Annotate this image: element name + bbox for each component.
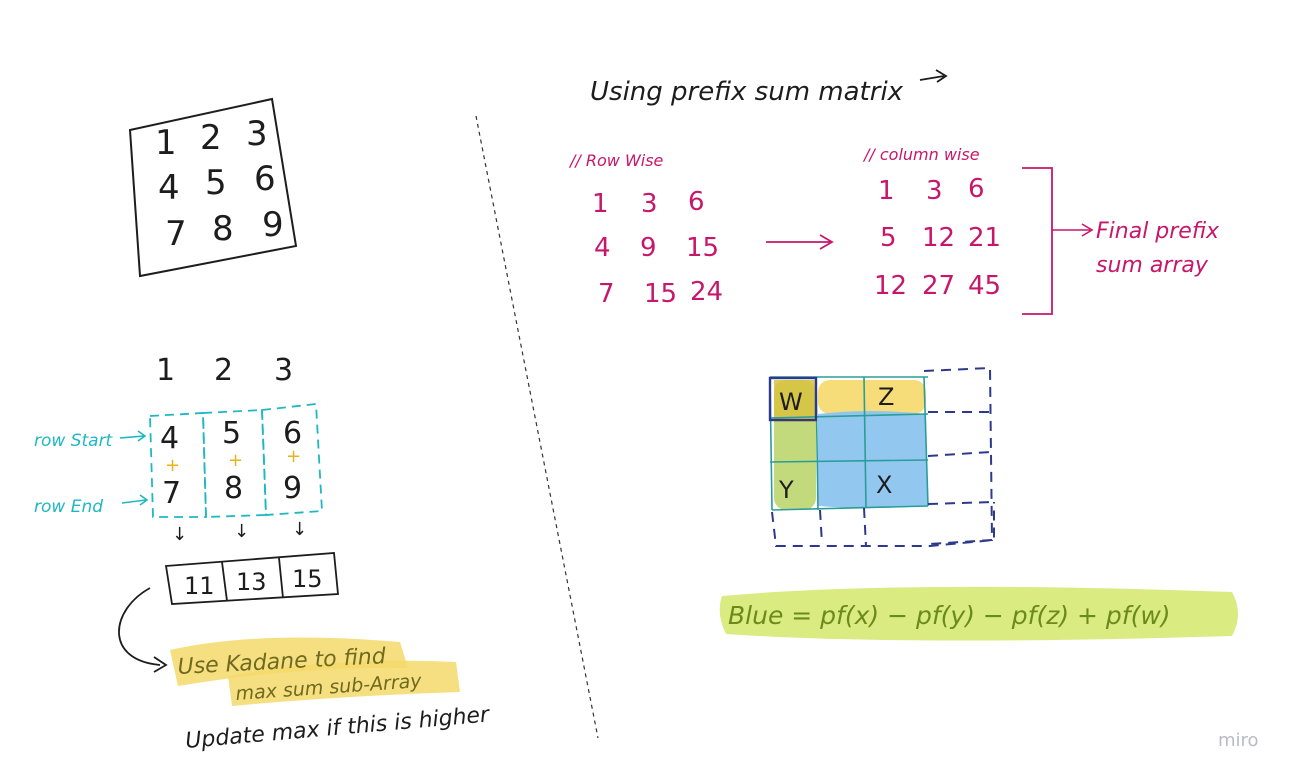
- watermark-logo: miro: [1218, 730, 1259, 751]
- heading-arrow-icon: [919, 69, 948, 83]
- section-divider: [475, 115, 599, 739]
- row-start-arrow: [119, 430, 147, 442]
- row-wise-cell: 4: [594, 233, 611, 263]
- row-wise-cell: 9: [640, 233, 657, 263]
- grid-line: [863, 376, 867, 509]
- matrix-cell: 1: [155, 123, 177, 163]
- sum-array-divider: [221, 561, 228, 602]
- row-end-label: row End: [34, 497, 103, 517]
- sum-value: 11: [184, 572, 215, 600]
- sum-array-divider: [278, 557, 284, 599]
- highlight-w-cell: [774, 380, 816, 422]
- dashed-grid-line: [819, 509, 823, 545]
- sum-array-box: [164, 552, 339, 605]
- dashed-grid-extension: [771, 502, 995, 547]
- matrix-cell: 9: [262, 205, 284, 245]
- down-arrow-icon: ↓: [234, 521, 249, 542]
- column-header: 1: [156, 353, 175, 388]
- matrix-cell: 7: [165, 214, 187, 254]
- dashed-grid-line: [863, 507, 867, 547]
- final-label-line1: Final prefix: [1096, 219, 1220, 244]
- start-value: 4: [160, 421, 179, 456]
- dashed-grid-line: [927, 501, 995, 505]
- original-matrix: 1 2 3 4 5 6 7 8 9: [128, 97, 298, 278]
- matrix-cell: 2: [200, 118, 222, 158]
- grid-label-w: W: [779, 388, 803, 416]
- end-value: 9: [283, 471, 302, 506]
- sum-value: 15: [292, 565, 323, 593]
- transform-arrow-icon: [766, 234, 834, 250]
- column-wise-cell: 1: [878, 176, 895, 206]
- bracket-arrow-icon: [1052, 223, 1094, 237]
- row-wise-cell: 15: [644, 279, 677, 309]
- row-wise-cell: 1: [592, 189, 609, 219]
- column-header: 3: [274, 353, 293, 388]
- grid-label-x: X: [876, 471, 892, 499]
- sum-value: 13: [236, 568, 267, 596]
- grid-label-y: Y: [778, 476, 794, 504]
- column-wise-cell: 21: [968, 223, 1001, 253]
- matrix-border: [128, 97, 298, 278]
- column-box: [261, 403, 323, 516]
- start-value: 5: [222, 416, 241, 451]
- column-wise-cell: 12: [922, 223, 955, 253]
- prefix-sum-section: Using prefix sum matrix // Row Wise 1 3 …: [568, 69, 1220, 315]
- row-wise-cell: 15: [686, 233, 719, 263]
- column-box: [202, 409, 267, 518]
- column-wise-cell: 12: [874, 271, 907, 301]
- row-wise-cell: 7: [598, 279, 615, 309]
- end-value: 7: [162, 476, 181, 511]
- column-header: 2: [214, 353, 233, 388]
- grid-line: [769, 459, 929, 463]
- highlight-yellow: [228, 660, 460, 706]
- start-value: 6: [283, 416, 302, 451]
- grid-line: [769, 413, 929, 419]
- formula-highlight: [719, 586, 1238, 641]
- highlight-blue-region: [818, 411, 928, 508]
- column-wise-label: // column wise: [862, 145, 980, 164]
- row-end-arrow: [121, 494, 149, 506]
- row-wise-cell: 24: [690, 277, 723, 307]
- kadane-section: 1 2 3 4 5 6 7 8 9 + + + row Start row En…: [34, 353, 492, 754]
- final-label-line2: sum array: [1096, 253, 1209, 278]
- curved-arrow-head: [153, 656, 168, 673]
- matrix-cell: 4: [158, 168, 180, 208]
- dashed-grid-line: [927, 451, 991, 457]
- grid-line: [923, 376, 929, 507]
- grid-line: [771, 505, 929, 511]
- plus-sign: +: [228, 450, 243, 471]
- row-start-label: row Start: [34, 431, 114, 451]
- prefix-grid-diagram: W Z Y X: [768, 366, 995, 547]
- column-wise-cell: 27: [922, 271, 955, 301]
- formula-section: Blue = pf(x) − pf(y) − pf(z) + pf(w): [719, 586, 1238, 641]
- matrix-cell: 3: [246, 114, 268, 154]
- matrix-cell: 5: [205, 163, 227, 203]
- plus-sign: +: [286, 446, 301, 467]
- bracket: [1022, 167, 1053, 315]
- column-wise-cell: 5: [880, 223, 897, 253]
- prefix-heading: Using prefix sum matrix: [590, 77, 904, 107]
- highlight-z-region: [818, 380, 926, 414]
- grid-label-z: Z: [878, 383, 894, 411]
- column-wise-cell: 45: [968, 271, 1001, 301]
- plus-sign: +: [165, 455, 180, 476]
- update-note: Update max if this is higher: [184, 702, 492, 754]
- formula-text: Blue = pf(x) − pf(y) − pf(z) + pf(w): [728, 601, 1171, 630]
- column-box: [149, 412, 207, 518]
- down-arrow-icon: ↓: [172, 524, 187, 545]
- column-wise-cell: 6: [968, 174, 985, 204]
- row-wise-cell: 3: [641, 189, 658, 219]
- column-wise-cell: 3: [926, 176, 943, 206]
- down-arrow-icon: ↓: [292, 519, 307, 540]
- end-value: 8: [224, 471, 243, 506]
- curved-arrow: [118, 587, 161, 666]
- row-wise-label: // Row Wise: [568, 151, 664, 170]
- matrix-cell: 6: [254, 159, 276, 199]
- row-wise-cell: 6: [688, 187, 705, 217]
- w-cell-border: [768, 376, 818, 422]
- highlight-yellow: [170, 637, 408, 686]
- matrix-cell: 8: [212, 209, 234, 249]
